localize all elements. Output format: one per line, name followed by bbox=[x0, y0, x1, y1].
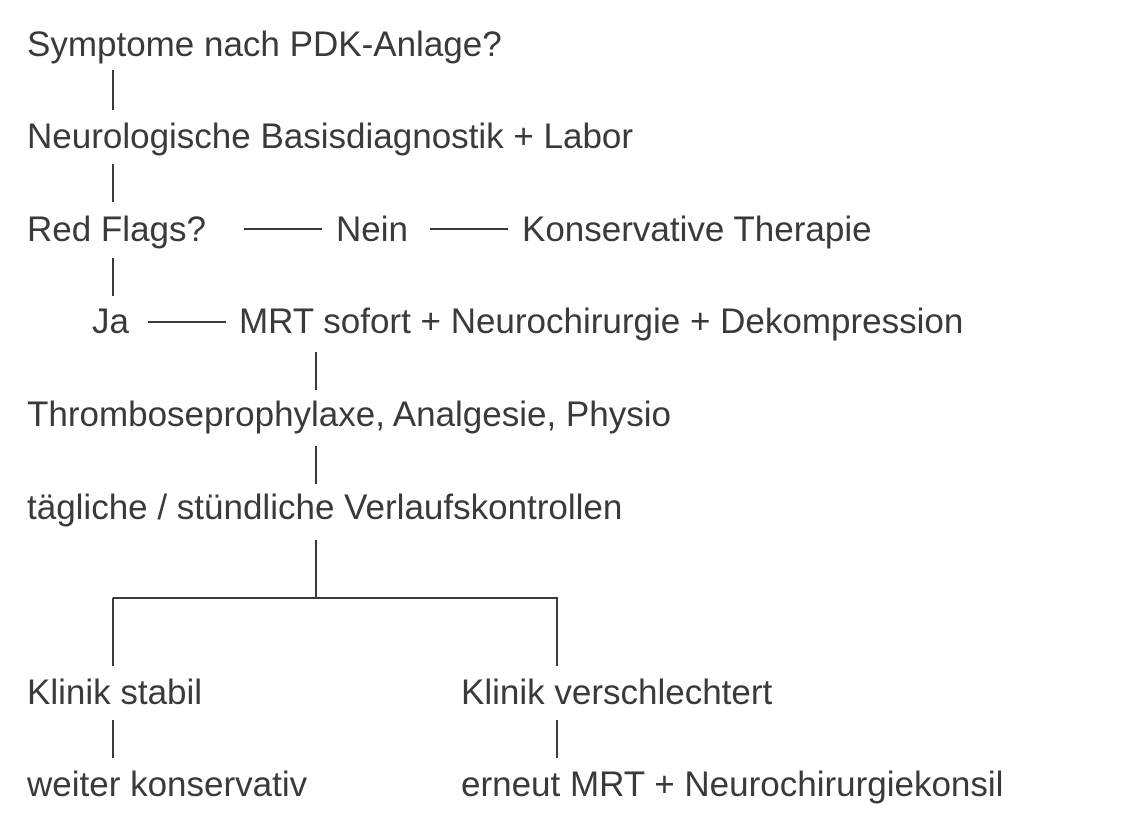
node-klinik-stabil: Klinik stabil bbox=[27, 673, 203, 712]
node-red-flags: Red Flags? bbox=[27, 210, 206, 249]
node-erneut-mrt: erneut MRT + Neurochirurgiekonsil bbox=[461, 765, 1004, 804]
node-basisdiagnostik: Neurologische Basisdiagnostik + Labor bbox=[27, 117, 634, 156]
node-verlaufskontrollen: tägliche / stündliche Verlaufskontrollen bbox=[27, 488, 623, 527]
node-thromboseprophylaxe: Thromboseprophylaxe, Analgesie, Physio bbox=[27, 395, 671, 434]
node-klinik-verschlechtert: Klinik verschlechtert bbox=[461, 673, 773, 712]
node-ja: Ja bbox=[92, 302, 129, 341]
node-symptome: Symptome nach PDK-Anlage? bbox=[27, 25, 502, 64]
node-mrt-sofort: MRT sofort + Neurochirurgie + Dekompress… bbox=[239, 302, 964, 341]
node-konservative-therapie: Konservative Therapie bbox=[522, 210, 872, 249]
node-weiter-konservativ: weiter konservativ bbox=[27, 765, 308, 804]
node-nein: Nein bbox=[336, 210, 408, 249]
